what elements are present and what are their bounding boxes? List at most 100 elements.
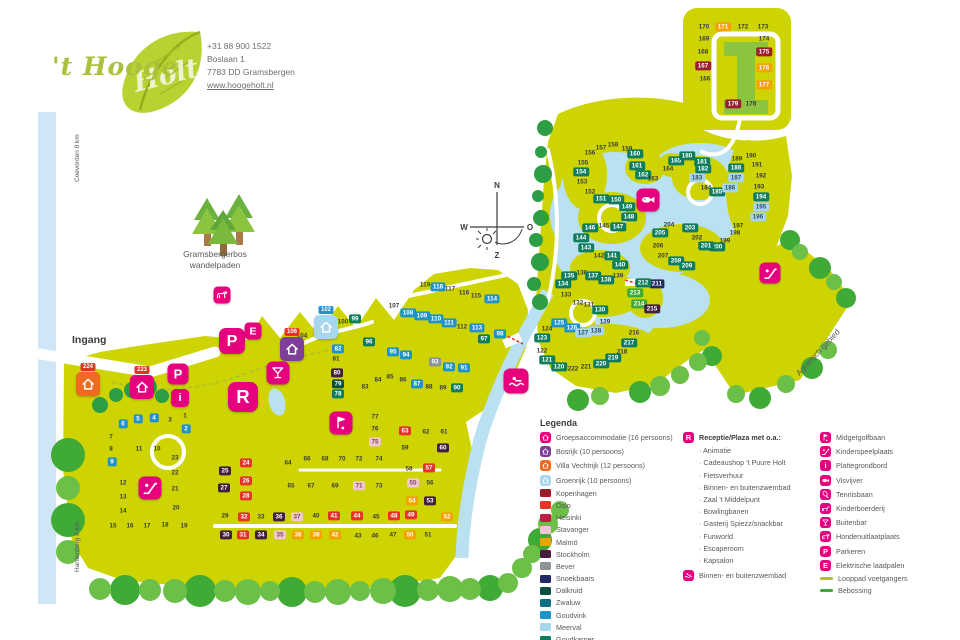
plot-marker: 173 — [757, 22, 769, 30]
plot-marker: 67 — [307, 481, 315, 489]
plot-marker: 186 — [722, 183, 738, 193]
legend-reception-item: · Fietsverhuur — [699, 470, 744, 480]
tennis-icon — [820, 488, 831, 500]
legend-facility-row: Tennisbaan — [820, 488, 955, 500]
plot-marker: 169 — [698, 34, 710, 42]
plot-marker: 39 — [309, 530, 323, 540]
plot-marker: 216 — [628, 328, 640, 336]
plot-marker: 38 — [291, 530, 305, 540]
legend-accommodation-column: Groepsaccommodatie (16 persoons)Bosrijk … — [540, 432, 682, 640]
plot-marker: 86 — [399, 375, 407, 383]
legend-accommodation-row: Groenrijk (10 persoons) — [540, 474, 682, 486]
plot-marker: 89 — [439, 383, 447, 391]
plot-marker: 72 — [355, 454, 363, 462]
plot-marker: 107 — [388, 301, 400, 309]
house-icon — [540, 432, 551, 443]
plot-marker: 128 — [588, 326, 604, 336]
color-swatch — [540, 598, 551, 607]
plot-marker: 77 — [371, 412, 379, 420]
playground-icon — [820, 446, 831, 458]
pool-icon — [683, 569, 694, 581]
plot-marker: 131 — [583, 300, 595, 308]
legend-reception-items: · Animatie· Cadeaushop 't Puure Holt· Fi… — [683, 446, 817, 565]
plot-marker: 46 — [371, 531, 379, 539]
plot-marker: 85 — [386, 372, 394, 380]
plot-marker: 68 — [321, 454, 329, 462]
plot-marker: 170 — [698, 22, 710, 30]
plot-marker: 161 — [629, 161, 645, 171]
plot-marker: 29 — [221, 511, 229, 519]
logo-text: 't Hooge — [52, 52, 179, 81]
plot-marker: 22 — [171, 468, 179, 476]
plot-marker: 193 — [753, 182, 765, 190]
plot-marker: 179 — [725, 99, 741, 109]
plot-marker: 139 — [612, 271, 624, 279]
plot-marker: 108 — [400, 308, 416, 318]
plot-marker: 149 — [619, 202, 635, 212]
plot-marker: 97 — [477, 334, 491, 344]
plot-marker: 31 — [236, 530, 250, 540]
plot-marker: 157 — [595, 143, 607, 151]
plot-marker: 200 — [709, 242, 725, 252]
legend-accommodation-row: Villa Vechtrijk (12 persoons) — [540, 460, 682, 472]
legend-label: Parkeren — [836, 546, 866, 556]
color-swatch — [540, 489, 551, 498]
legend-area-row: Helsinki — [540, 513, 682, 522]
plot-marker: 191 — [751, 160, 763, 168]
legend-label: Snoekbaars — [556, 574, 595, 584]
legend-label: Goudvink — [556, 610, 587, 620]
plot-marker: 60 — [436, 443, 450, 453]
plot-marker: 221 — [580, 362, 592, 370]
plot-marker: 50 — [403, 530, 417, 540]
parking-icon: P — [820, 545, 831, 557]
canal — [455, 288, 554, 559]
legend-label: Bever — [556, 561, 575, 571]
plot-marker: 116 — [458, 288, 470, 296]
plot-marker: 8 — [109, 444, 113, 452]
plot-number-tag: 223 — [134, 366, 150, 374]
legend-reception-item: · Escaperoom — [699, 543, 744, 553]
plot-marker: 2 — [181, 424, 191, 434]
plot-marker: 30 — [219, 530, 233, 540]
plot-marker: 195 — [753, 202, 769, 212]
plot-marker: 88 — [425, 382, 433, 390]
parking-icon: P — [167, 363, 189, 385]
color-swatch — [540, 635, 551, 640]
plot-marker: 115 — [470, 291, 482, 299]
plot-marker: 87 — [410, 379, 424, 389]
plot-marker: 36 — [272, 512, 286, 522]
plot-marker: 119 — [419, 280, 431, 288]
legend-facility-row: Looppad voetgangers — [820, 574, 955, 583]
legend-accommodation-row: Groepsaccommodatie (16 persoons) — [540, 432, 682, 443]
plot-marker: 137 — [585, 271, 601, 281]
plot-marker: 113 — [469, 323, 485, 333]
plot-marker: 165 — [668, 156, 684, 166]
legend-area-row: Bever — [540, 562, 682, 571]
plot-marker: 12 — [119, 478, 127, 486]
plot-marker: 129 — [599, 317, 611, 325]
plot-marker: 34 — [254, 530, 268, 540]
legend-reception-header: R Receptie/Plaza met o.a.: — [683, 432, 817, 443]
legend-facility-row: P Parkeren — [820, 545, 955, 557]
plot-marker: 198 — [729, 228, 741, 236]
charging-icon: E — [820, 559, 831, 571]
plot-marker: 43 — [354, 531, 362, 539]
legend: Legenda Groepsaccommodatie (16 persoons)… — [540, 418, 955, 640]
left-park-area — [63, 268, 528, 591]
legend-pool-row: Binnen- en buitenzwembad — [683, 569, 817, 581]
forest-label: Gramsbergerbos wandelpaden — [183, 249, 247, 270]
plot-marker: 147 — [610, 222, 626, 232]
plot-number-tag: 102 — [318, 306, 334, 314]
legend-reception-item: · Zaal 't Middelpunt — [699, 494, 760, 504]
website-link[interactable]: www.hoogeholt.nl — [207, 80, 274, 90]
plot-marker: 14 — [119, 506, 127, 514]
plot-marker: 21 — [171, 484, 179, 492]
logo-leaf: Holt — [122, 30, 202, 113]
plot-marker: 61 — [440, 427, 448, 435]
plot-marker: 143 — [578, 243, 594, 253]
plot-marker: 82 — [331, 344, 345, 354]
plot-marker: 206 — [652, 241, 664, 249]
plot-number-tag: 106 — [284, 328, 300, 336]
